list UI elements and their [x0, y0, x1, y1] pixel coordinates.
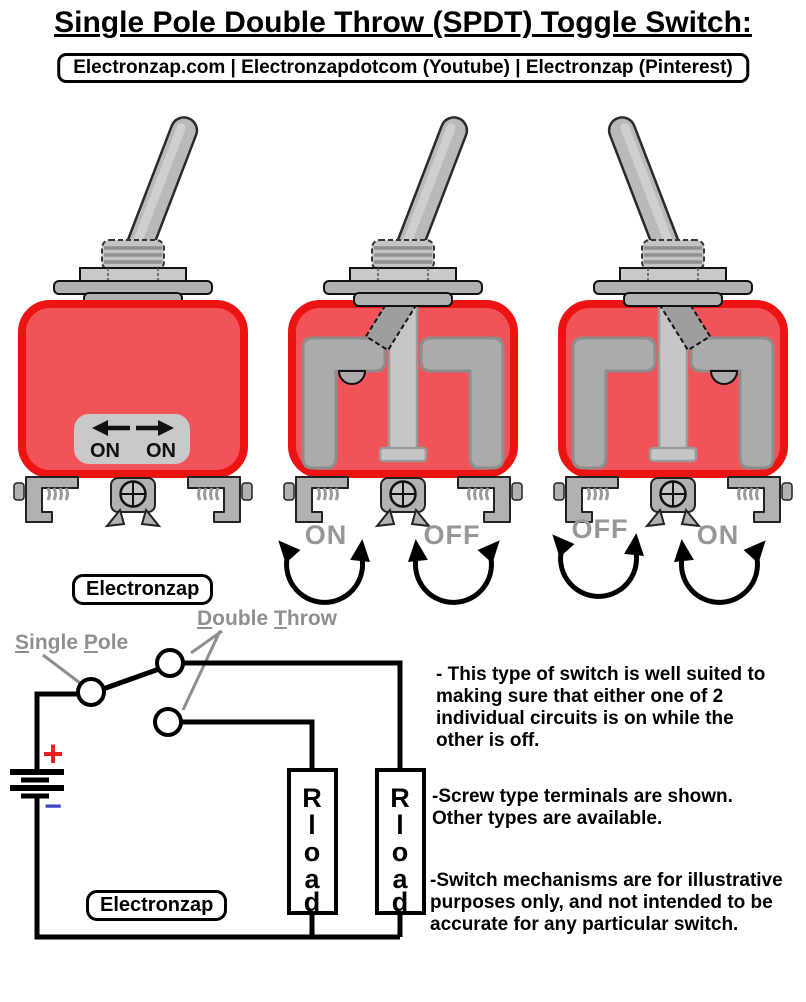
toggle-switch-cutaway-on-off	[283, 116, 523, 528]
svg-text:a: a	[392, 864, 408, 894]
left-arrow-icon	[92, 420, 130, 436]
center-screw-terminal	[644, 477, 702, 528]
pole-node	[76, 677, 106, 707]
plunger-foot	[378, 446, 428, 463]
arc-label: OFF	[423, 520, 481, 550]
screw-terminals	[13, 476, 253, 528]
hex-nut	[619, 267, 727, 283]
load-resistors: R l o a d R l o a d	[287, 768, 426, 917]
throw-node-top	[155, 648, 185, 678]
plunger-foot	[648, 446, 698, 463]
position-label-plate: ON ON	[74, 414, 190, 464]
threaded-bushing	[101, 239, 165, 271]
plate-right-on-label: ON	[146, 440, 176, 462]
hex-nut	[349, 267, 457, 283]
toggle-arc-off: OFF	[396, 520, 508, 608]
center-screw-terminal	[104, 477, 162, 528]
arc-label: ON	[304, 520, 348, 550]
throw-node-bottom	[153, 707, 183, 737]
right-contact	[419, 336, 505, 470]
left-terminal	[727, 476, 793, 523]
center-screw-terminal	[374, 477, 432, 528]
left-terminal	[283, 476, 349, 523]
note-terminals: -Screw type terminals are shown. Other t…	[432, 786, 733, 829]
svg-text:R: R	[390, 783, 410, 813]
curved-arrow-icon	[278, 539, 371, 605]
curved-arrow-icon	[552, 533, 645, 599]
internal-mechanism	[301, 284, 505, 470]
threaded-bushing	[371, 239, 435, 271]
svg-text:R: R	[302, 783, 322, 813]
svg-text:o: o	[392, 837, 409, 867]
plate-left-on-label: ON	[90, 440, 120, 462]
switch-nodes	[76, 648, 185, 737]
page-title: Single Pole Double Throw (SPDT) Toggle S…	[54, 6, 752, 39]
contact-ball	[709, 370, 739, 385]
screw-terminals	[283, 476, 523, 528]
collar	[353, 292, 453, 307]
toggle-switch-cutaway-off-on	[553, 116, 793, 528]
rload-left-label: R l o a d	[302, 783, 322, 917]
note-switch-purpose: - This type of switch is well suited to …	[436, 664, 766, 751]
left-terminal	[13, 476, 79, 523]
threaded-bushing	[641, 239, 705, 271]
channel-links-banner: Electronzap.com | Electronzapdotcom (You…	[57, 53, 749, 83]
single-pole-label: Single Pole	[15, 631, 129, 654]
svg-text:a: a	[304, 864, 320, 894]
internal-mechanism	[571, 284, 775, 470]
svg-text:l: l	[308, 810, 316, 840]
electronzap-badge: Electronzap	[72, 574, 214, 605]
right-terminal	[457, 476, 523, 523]
svg-text:o: o	[304, 837, 321, 867]
svg-text:d: d	[304, 887, 321, 917]
note-disclaimer: -Switch mechanisms are for illustrative …	[430, 870, 783, 935]
spdt-circuit-schematic: + − R l o a d R l o a d	[10, 629, 426, 940]
rload-left-box	[287, 768, 338, 915]
screw-terminals	[553, 476, 793, 528]
arc-label: OFF	[571, 514, 629, 544]
battery-plus-label: +	[42, 733, 63, 774]
electronzap-badge: Electronzap	[86, 890, 228, 921]
switch-lever-line	[102, 666, 160, 692]
toggle-switch-front-view: ON ON	[13, 116, 253, 528]
rload-right-label: R l o a d	[390, 783, 410, 917]
toggle-arc-on: ON	[270, 520, 382, 608]
svg-text:l: l	[396, 810, 404, 840]
hex-nut	[79, 267, 187, 283]
contact-ball	[337, 370, 367, 385]
battery-symbol: + −	[10, 733, 64, 823]
right-terminal	[187, 476, 253, 523]
pointer-lines	[42, 629, 223, 711]
wires	[34, 660, 403, 940]
collar	[623, 292, 723, 307]
curved-arrow-icon	[673, 539, 766, 605]
toggle-arc-on: ON	[662, 520, 774, 608]
curved-arrow-icon	[407, 539, 500, 605]
svg-text:d: d	[392, 887, 409, 917]
right-arrow-icon	[136, 420, 174, 436]
battery-minus-label: −	[44, 790, 62, 823]
toggle-arc-off: OFF	[544, 514, 656, 602]
right-terminal	[553, 476, 619, 523]
rload-right-box	[375, 768, 426, 915]
double-throw-label: Double Throw	[197, 607, 338, 630]
arc-label: ON	[696, 520, 740, 550]
